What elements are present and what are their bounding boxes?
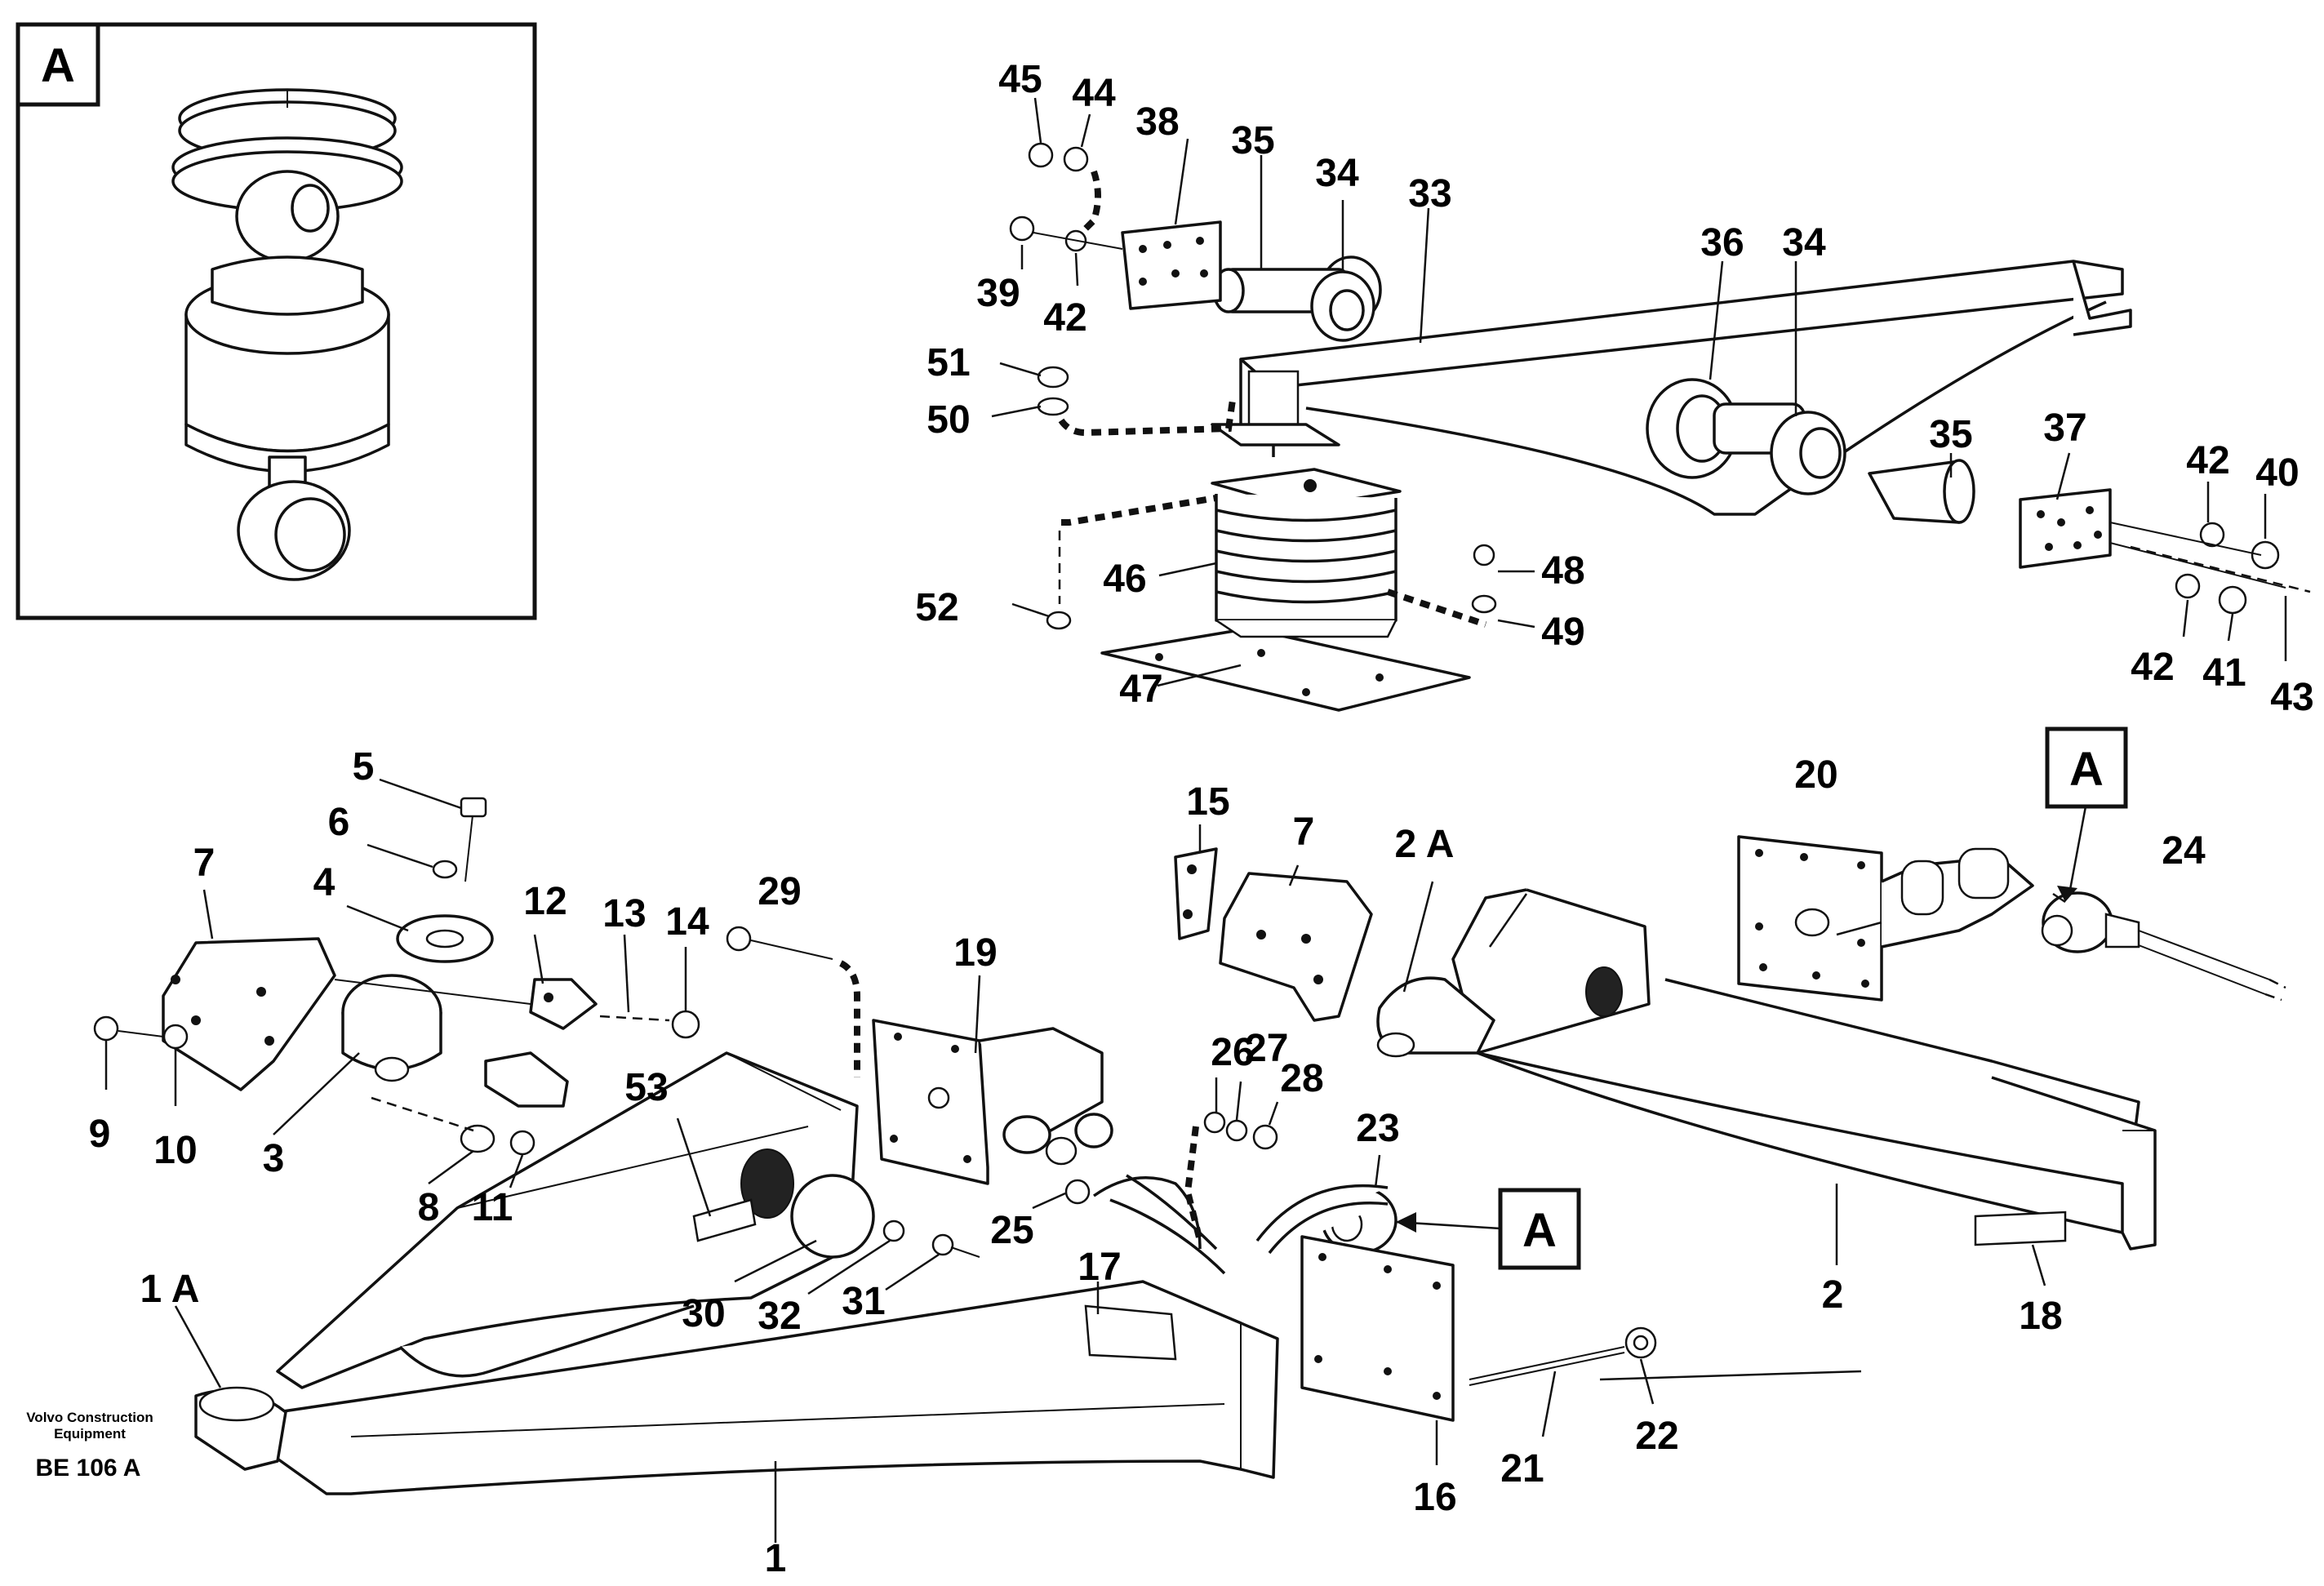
callout-33: 33 — [1408, 172, 1451, 215]
callout-2: 2 — [1822, 1273, 1844, 1317]
ref-box-a-lower: A — [1395, 1188, 1581, 1270]
callout-37: 37 — [2043, 406, 2086, 450]
callout-3: 3 — [263, 1137, 285, 1180]
callout-27: 27 — [1245, 1027, 1288, 1070]
callout-53: 53 — [624, 1066, 668, 1109]
callout-30: 30 — [682, 1292, 725, 1335]
callout-31: 31 — [842, 1280, 885, 1323]
callout-45: 45 — [998, 58, 1042, 101]
callout-29: 29 — [758, 870, 801, 913]
top-suspension-assembly — [1009, 142, 2311, 712]
callout-44: 44 — [1072, 72, 1116, 115]
callout-7-left: 7 — [193, 842, 216, 885]
callout-24: 24 — [2162, 829, 2206, 873]
callout-7-right: 7 — [1293, 811, 1315, 854]
callout-9: 9 — [89, 1113, 111, 1156]
callout-28: 28 — [1280, 1057, 1323, 1100]
ref-a-label-upper: A — [2069, 743, 2104, 796]
callout-20: 20 — [1794, 753, 1837, 797]
callout-48: 48 — [1541, 549, 1584, 593]
brand-line-2: Equipment — [54, 1426, 126, 1442]
callout-42-right-top: 42 — [2186, 439, 2229, 482]
detail-a-panel: A — [16, 22, 537, 620]
callout-21: 21 — [1500, 1447, 1544, 1490]
callout-25: 25 — [990, 1209, 1033, 1252]
callout-52: 52 — [915, 586, 958, 629]
callout-14: 14 — [665, 900, 709, 944]
callout-36: 36 — [1700, 221, 1744, 264]
callout-6: 6 — [328, 801, 350, 844]
callout-26: 26 — [1211, 1031, 1254, 1074]
center-mount-assembly — [872, 847, 1657, 1422]
callout-16: 16 — [1413, 1476, 1456, 1519]
left-mount-assembly — [93, 797, 1279, 1495]
detail-a-label: A — [41, 39, 75, 92]
callout-47: 47 — [1119, 668, 1162, 711]
callout-19: 19 — [953, 931, 997, 975]
callout-50: 50 — [926, 398, 970, 442]
callout-1: 1 — [765, 1537, 787, 1580]
callout-34-top: 34 — [1315, 152, 1359, 195]
callout-15: 15 — [1186, 780, 1229, 824]
callout-42-right-bottom: 42 — [2131, 646, 2174, 689]
callout-41: 41 — [2202, 651, 2246, 695]
callout-35-top: 35 — [1231, 119, 1274, 162]
right-mount-assembly — [1376, 835, 2286, 1251]
callout-labels: 45 44 38 35 34 33 39 42 36 34 51 50 35 3… — [89, 58, 2314, 1580]
callout-12: 12 — [523, 880, 567, 923]
callout-23: 23 — [1356, 1107, 1399, 1150]
callout-35-mid: 35 — [1929, 413, 1972, 456]
callout-13: 13 — [602, 892, 646, 935]
callout-49: 49 — [1541, 611, 1584, 654]
callout-22: 22 — [1635, 1415, 1678, 1458]
callout-34-mid: 34 — [1782, 221, 1826, 264]
callout-51: 51 — [926, 341, 970, 384]
leader-lines — [104, 97, 2287, 1543]
drawing-code: BE 106 A — [36, 1455, 141, 1482]
callout-18: 18 — [2019, 1295, 2062, 1338]
callout-2a: 2 A — [1395, 823, 1455, 866]
callout-32: 32 — [758, 1295, 801, 1338]
callout-38: 38 — [1135, 100, 1179, 144]
callout-43: 43 — [2270, 676, 2313, 719]
callout-10: 10 — [153, 1129, 197, 1172]
callout-42-top: 42 — [1043, 296, 1086, 340]
callout-8: 8 — [418, 1186, 440, 1229]
brand-line-1: Volvo Construction — [26, 1410, 153, 1425]
callout-39: 39 — [976, 272, 1020, 315]
callout-11: 11 — [472, 1186, 513, 1229]
callout-17: 17 — [1078, 1246, 1121, 1289]
callout-40: 40 — [2255, 451, 2299, 495]
callout-5: 5 — [353, 745, 375, 789]
ref-box-a-upper: A — [2045, 726, 2128, 902]
callout-4: 4 — [313, 861, 335, 904]
callout-46: 46 — [1103, 558, 1146, 601]
footer-brand: Volvo Construction Equipment BE 106 A — [26, 1410, 153, 1482]
ref-a-label-lower: A — [1522, 1204, 1557, 1257]
callout-1a: 1 A — [140, 1268, 200, 1311]
